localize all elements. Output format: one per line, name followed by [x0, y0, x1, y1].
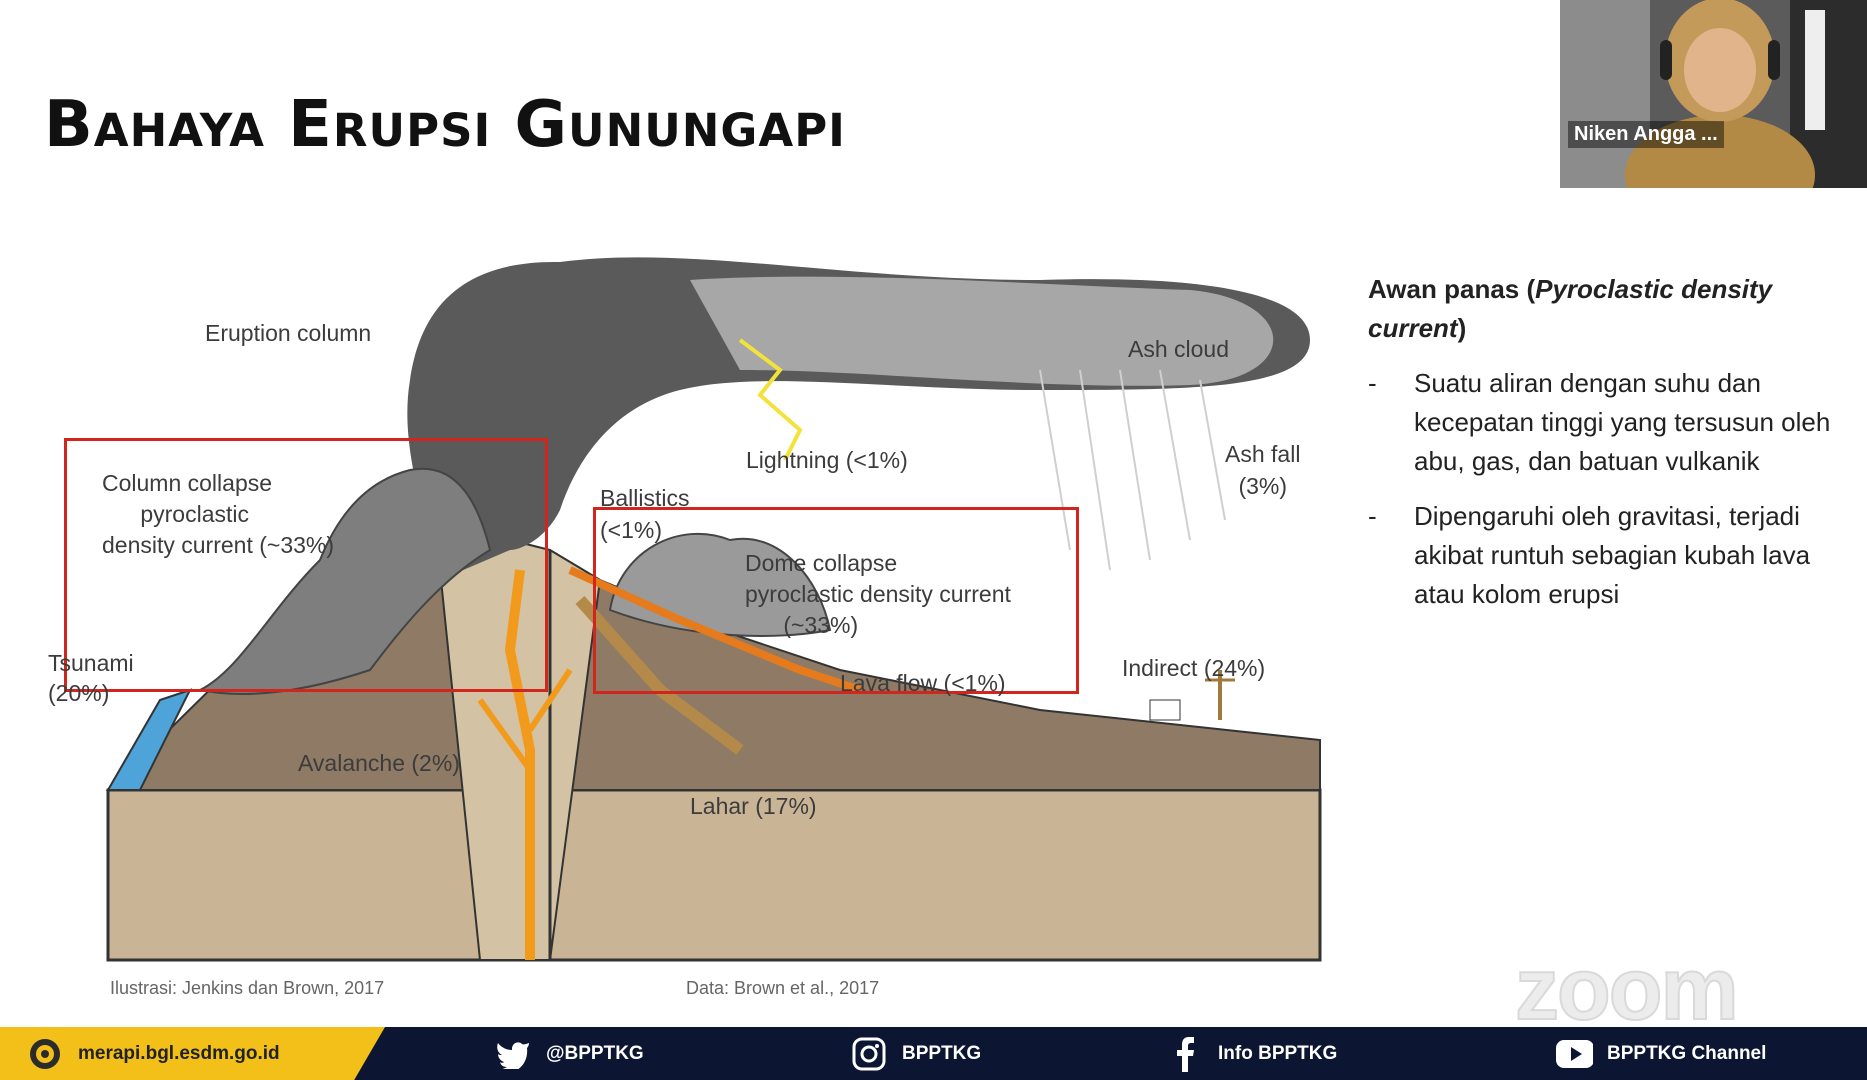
participant-name: Niken Angga ...	[1568, 121, 1724, 148]
highlight-box-column-collapse	[64, 438, 548, 692]
instagram-icon	[850, 1035, 888, 1073]
footer-youtube[interactable]: BPPTKG Channel	[1555, 1027, 1766, 1080]
bullet-marker: -	[1368, 368, 1377, 398]
bullet-marker: -	[1368, 501, 1377, 531]
footer-twitter-text: @BPPTKG	[546, 1042, 644, 1064]
participant-video-tile[interactable]: Niken Angga ...	[1560, 0, 1867, 188]
description-panel: Awan panas (Pyroclastic density current)…	[1368, 270, 1838, 614]
youtube-icon	[1555, 1035, 1593, 1073]
footer-instagram[interactable]: BPPTKG	[850, 1027, 981, 1080]
label-lightning: Lightning (<1%)	[746, 447, 908, 473]
label-lava-flow: Lava flow (<1%)	[840, 670, 1006, 696]
esdm-logo-icon	[26, 1035, 64, 1073]
footer-youtube-text: BPPTKG Channel	[1607, 1042, 1767, 1064]
bullet-item: - Dipengaruhi oleh gravitasi, terjadi ak…	[1368, 497, 1838, 614]
footer-bar: merapi.bgl.esdm.go.id @BPPTKG BPPTKG Inf…	[0, 1027, 1867, 1080]
description-heading: Awan panas (Pyroclastic density current)	[1368, 270, 1838, 348]
footer-facebook[interactable]: Info BPPTKG	[1166, 1027, 1337, 1080]
label-ash-fall: Ash fall (3%)	[1225, 441, 1301, 499]
label-ash-cloud: Ash cloud	[1128, 336, 1230, 362]
participant-video	[1560, 0, 1867, 188]
label-avalanche: Avalanche (2%)	[298, 750, 460, 776]
bullet-text: Suatu aliran dengan suhu dan kecepatan t…	[1414, 368, 1831, 476]
facebook-icon	[1166, 1035, 1204, 1073]
footer-accent	[0, 1027, 385, 1080]
volcano-illustration	[105, 257, 1322, 962]
label-dome-collapse: Dome collapse pyroclastic density curren…	[745, 550, 1011, 638]
slide-title: Bahaya Erupsi Gunungapi	[44, 88, 846, 162]
footer-instagram-text: BPPTKG	[902, 1042, 982, 1064]
twitter-icon	[494, 1035, 532, 1073]
zoom-watermark: zoom	[1514, 938, 1740, 1039]
heading-part-a: Awan panas (	[1368, 274, 1536, 304]
bullet-item: - Suatu aliran dengan suhu dan kecepatan…	[1368, 364, 1838, 481]
label-indirect: Indirect (24%)	[1122, 655, 1266, 681]
slide-title-text: Bahaya Erupsi Gunungapi	[44, 88, 846, 162]
label-column-collapse: Column collapse pyroclastic density curr…	[102, 470, 335, 558]
footer-website-text: merapi.bgl.esdm.go.id	[78, 1042, 280, 1064]
label-lahar: Lahar (17%)	[690, 793, 817, 819]
label-eruption-column: Eruption column	[205, 320, 372, 346]
footer-website[interactable]: merapi.bgl.esdm.go.id	[26, 1027, 280, 1080]
heading-part-c: )	[1457, 313, 1467, 343]
illustration-credit: Ilustrasi: Jenkins dan Brown, 2017	[110, 978, 385, 998]
heading-term: Pyroclastic density current	[1368, 274, 1773, 343]
footer-twitter[interactable]: @BPPTKG	[494, 1027, 644, 1080]
volcano-hazard-diagram: Eruption column Ash cloud Lightning (<1%…	[40, 250, 1330, 970]
label-tsunami: Tsunami (20%)	[48, 650, 134, 706]
label-ballistics: Ballistics (<1%)	[600, 485, 690, 543]
footer-facebook-text: Info BPPTKG	[1218, 1042, 1338, 1064]
highlight-box-dome-collapse	[593, 507, 1079, 694]
bullet-text: Dipengaruhi oleh gravitasi, terjadi akib…	[1414, 501, 1811, 609]
data-credit: Data: Brown et al., 2017	[686, 978, 880, 998]
